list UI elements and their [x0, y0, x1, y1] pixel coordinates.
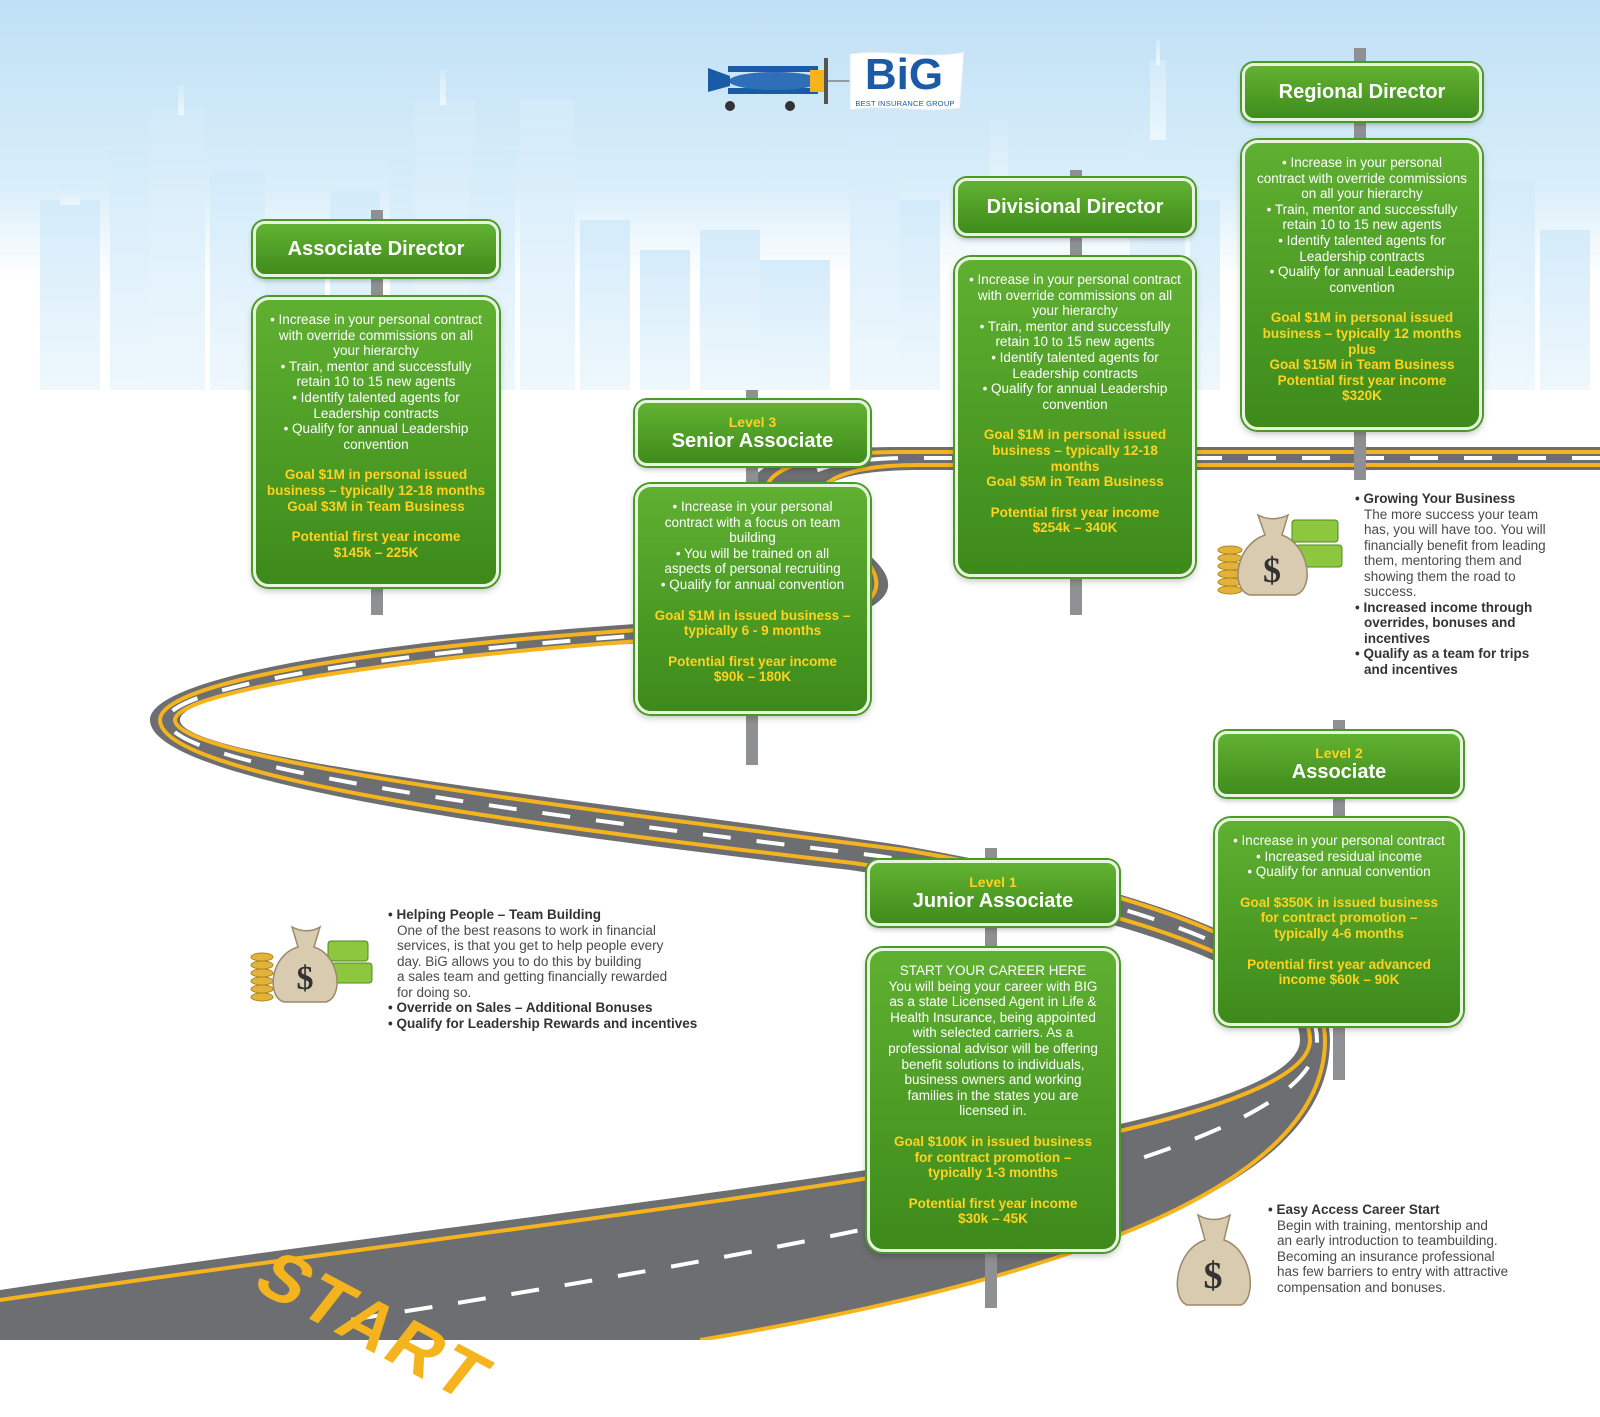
money-bag-coins-icon: $	[1217, 513, 1343, 596]
sign-title-associate: Level 2 Associate	[1215, 731, 1463, 797]
svg-text:$: $	[1204, 1255, 1223, 1297]
info-easy-access: • Easy Access Career Start Begin with tr…	[1268, 1202, 1509, 1295]
sign-title-text: Associate Director	[287, 238, 465, 260]
sign-body-senior-associate: • Increase in your personal contract wit…	[635, 484, 870, 714]
sign-title-divisional-director: Divisional Director	[955, 178, 1195, 236]
sign-title-junior-associate: Level 1 Junior Associate	[867, 860, 1119, 926]
brand-logo: BiG	[850, 52, 958, 98]
biplane-icon	[708, 58, 850, 111]
info-helping-people: • Helping People – Team Building One of …	[388, 907, 698, 1031]
sign-body-associate-director: • Increase in your personal contract wit…	[253, 297, 499, 587]
money-bag-coins-icon-2: $	[250, 925, 373, 1003]
logo-subtitle: BEST INSURANCE GROUP	[855, 99, 955, 108]
sign-body-divisional-director: • Increase in your personal contract wit…	[955, 257, 1195, 577]
sign-body-junior-associate: START YOUR CAREER HERE You will being yo…	[867, 948, 1119, 1252]
money-bag-icon: $	[1176, 1213, 1252, 1306]
sign-title-associate-director: Associate Director	[253, 221, 499, 277]
svg-text:$: $	[1263, 550, 1281, 590]
svg-text:$: $	[297, 960, 314, 997]
sign-body-regional-director: • Increase in your personal contract wit…	[1242, 140, 1482, 430]
logo-text: BiG	[864, 50, 944, 99]
logo-flag-icon	[849, 51, 965, 111]
sign-title-regional-director: Regional Director	[1242, 63, 1482, 121]
sign-title-senior-associate: Level 3 Senior Associate	[635, 400, 870, 466]
info-growing-business: • Growing Your Business The more success…	[1355, 491, 1546, 677]
sign-body-associate: • Increase in your personal contract • I…	[1215, 818, 1463, 1026]
